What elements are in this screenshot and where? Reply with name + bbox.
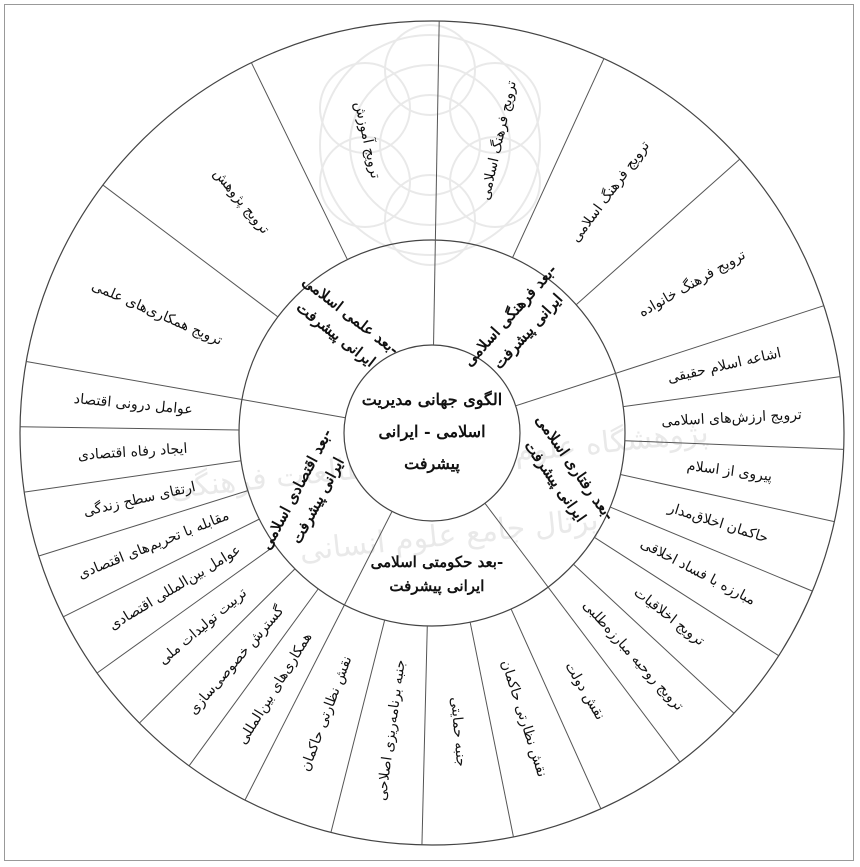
outer-item-label: ترویج پژوهش [210,166,273,238]
outer-item-label: نقش دولت [561,659,608,722]
outer-item-label: جنبه برنامه‌ریزی اصلاحی [374,659,409,802]
item-separator [623,377,840,407]
outer-item-label: حاکمان اخلاق‌مدار [665,500,770,547]
outer-item-label: نقش نظارتی حاکمان [297,654,355,774]
center-title-line-1: الگوی جهانی مدیریت [362,390,502,410]
outer-item-label: نقش نظارتی حاکمان [497,658,550,779]
outer-item-label: ترویج اخلاقیات [631,584,708,649]
outer-item-label: جنبه حمایتی [447,696,469,767]
center-title-line-2: اسلامی - ایرانی [378,422,485,442]
watermark-rosette-icon [320,25,540,265]
item-separator [470,622,513,837]
outer-item-label: پیروی از اسلام [686,458,773,485]
item-separator [422,626,427,845]
dimension-separator [516,373,616,405]
outer-item-label: ایجاد رفاه اقتصادی [77,441,187,464]
dimension-separator [242,399,345,417]
outer-item-label: عوامل درونی اقتصاد [73,391,193,418]
center-title-line-3: پیشرفت [404,454,460,474]
item-separator [576,159,740,305]
item-separator [435,21,439,240]
dimension-label-governance: بعد حکومتی اسلامی- ایرانی پیشرفت [371,553,504,596]
outer-item-label: ترویج ارزش‌های اسلامی [661,407,802,430]
item-separator [20,427,239,430]
outer-item-label: ترویج فرهنگ اسلامی [567,137,653,245]
outer-item-label: ترویج فرهنگ خانواده [636,246,749,321]
item-separator [620,475,834,522]
outer-item-label: ترویج همکاری‌های علمی [89,278,225,349]
dimension-governance-line-1: بعد حکومتی اسلامی- [371,553,504,571]
dimension-governance-line-2: ایرانی پیشرفت [389,577,484,596]
item-separator [26,361,242,399]
